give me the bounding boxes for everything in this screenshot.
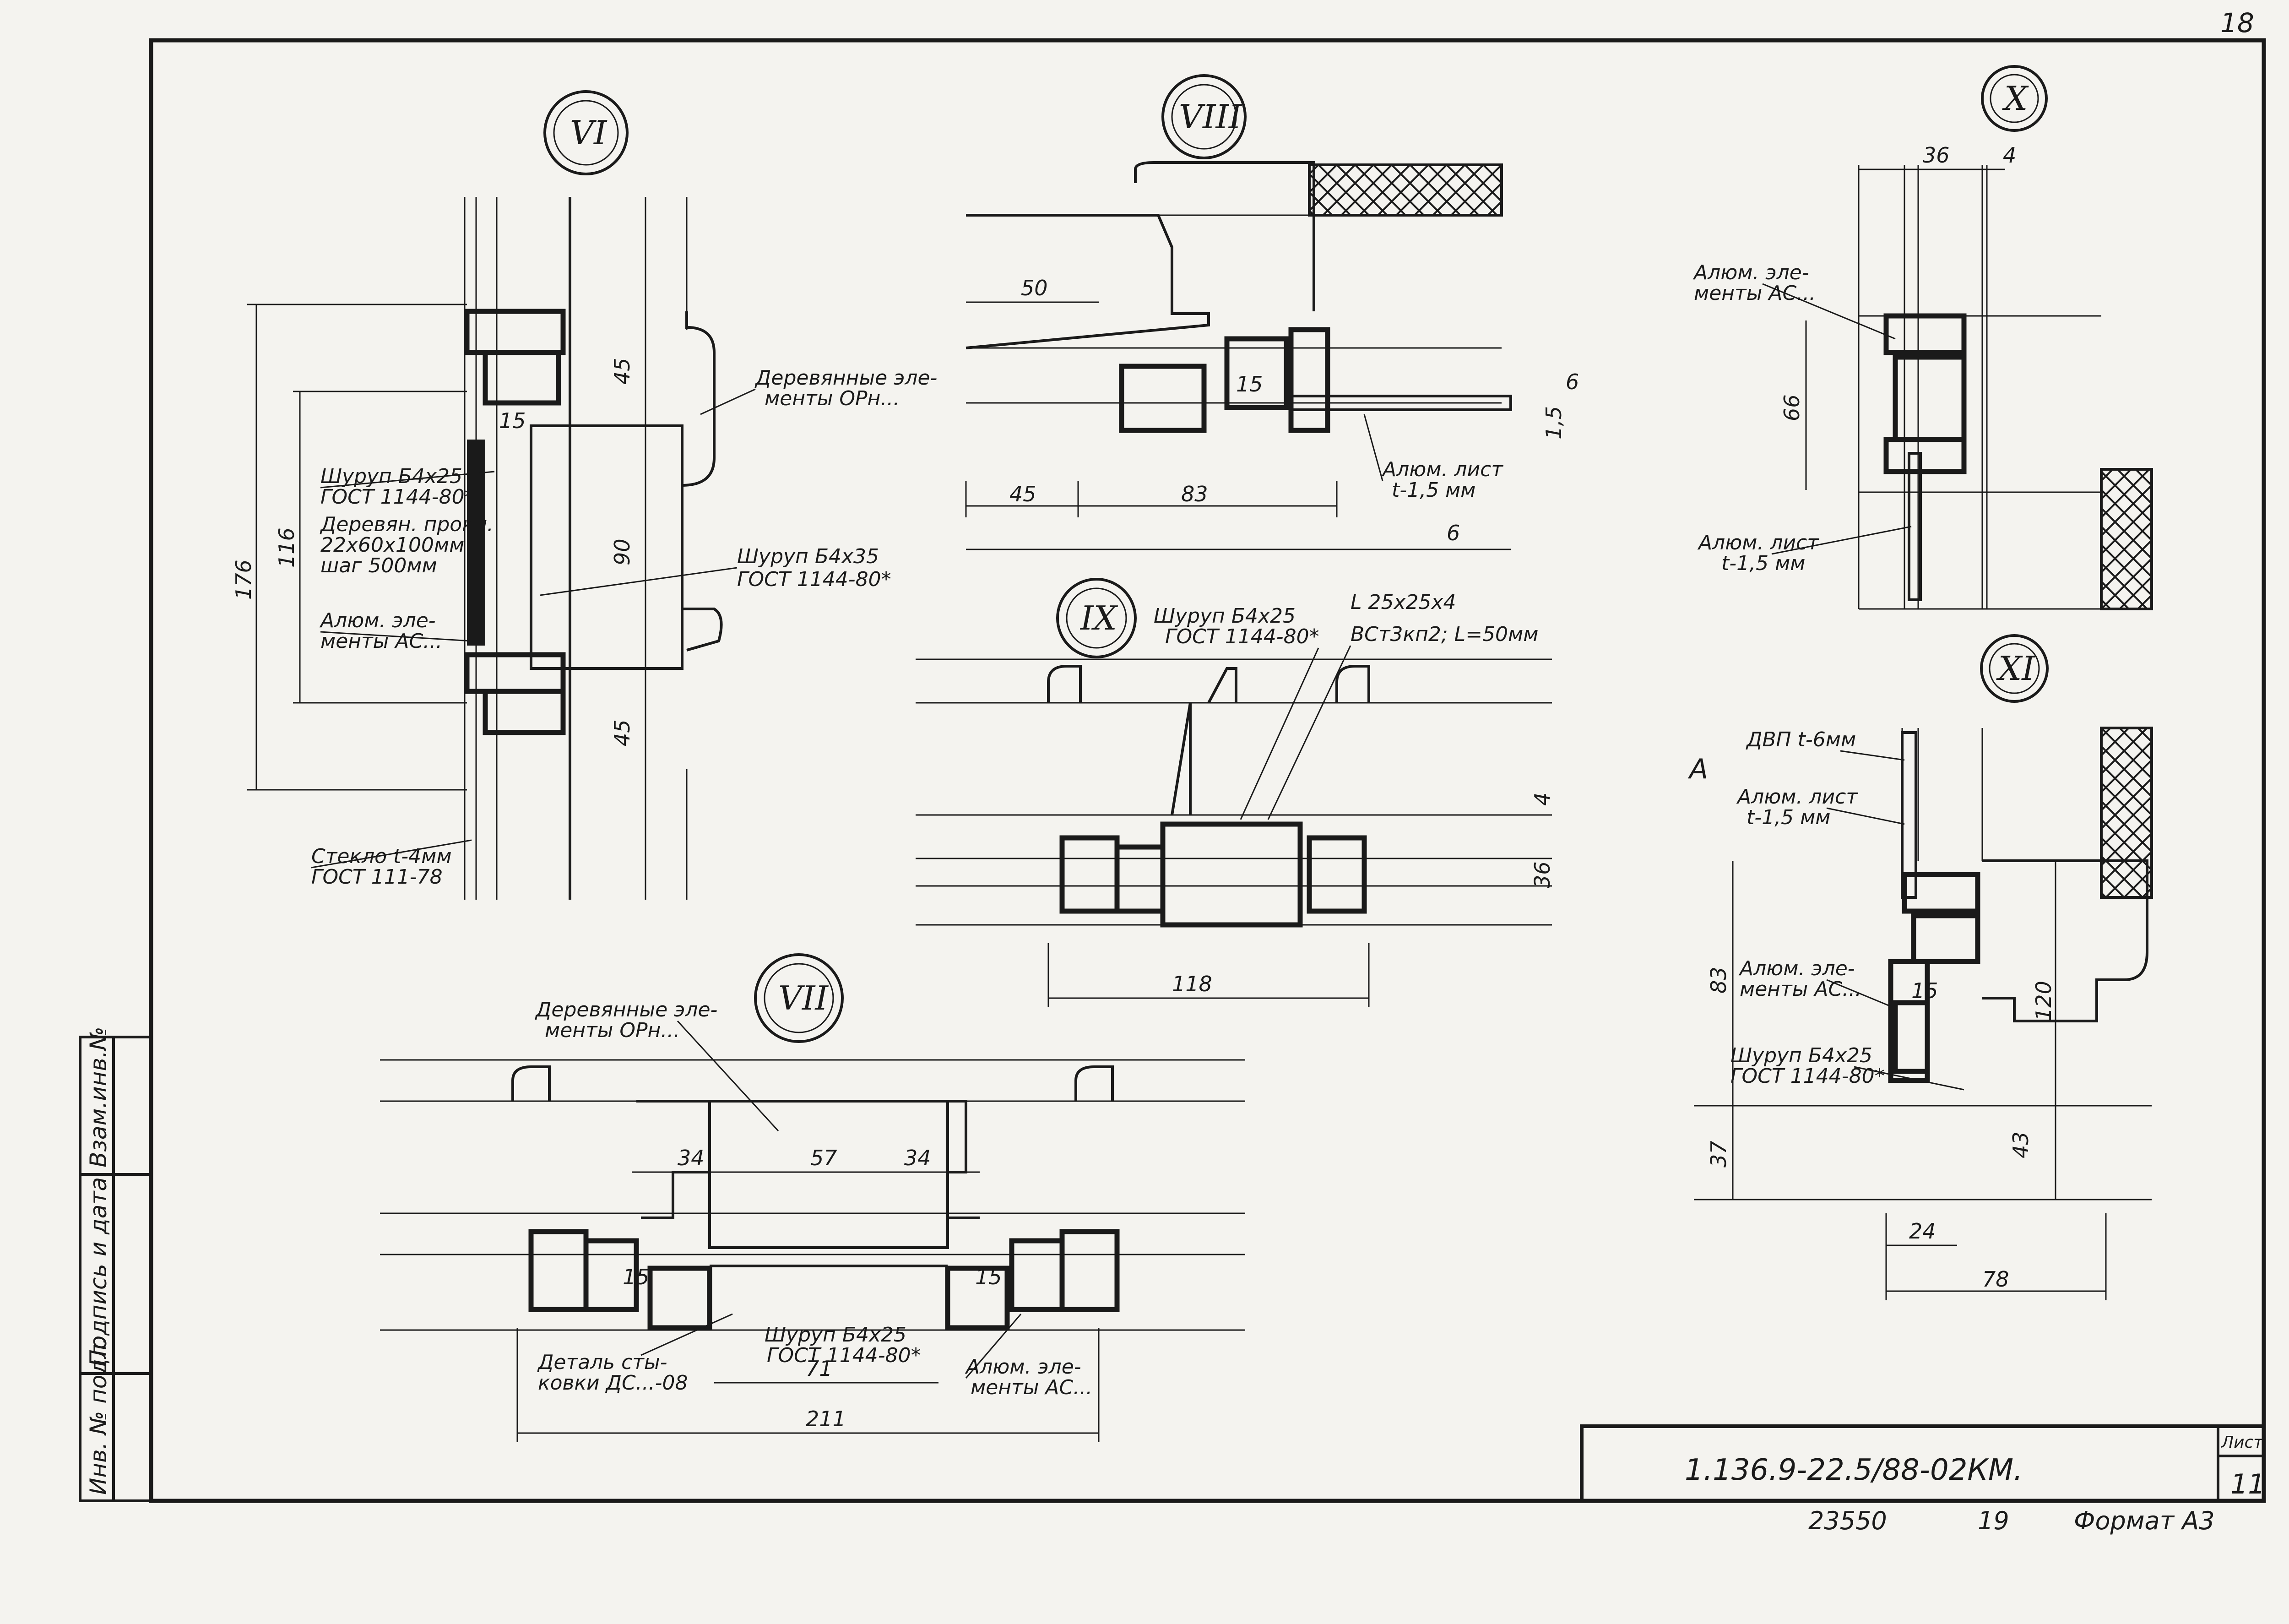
note-X-alum-b: менты АС... bbox=[1694, 282, 1816, 305]
format-label: Формат А3 bbox=[2074, 1506, 2215, 1535]
detail-IX-title: IX bbox=[1079, 599, 1118, 637]
dim-VII-57: 57 bbox=[810, 1146, 837, 1170]
dim-XI-83: 83 bbox=[1706, 967, 1731, 994]
note-IX-screw-b: ГОСТ 1144-80* bbox=[1165, 625, 1319, 648]
dim-VI-15: 15 bbox=[499, 408, 526, 433]
dim-VII-211: 211 bbox=[806, 1407, 846, 1431]
dim-X-66: 66 bbox=[1779, 394, 1804, 421]
note-VI-alum-a: Алюм. эле- bbox=[319, 609, 436, 632]
dim-VII-71: 71 bbox=[806, 1356, 833, 1381]
note-VIII-sheet-a: Алюм. лист bbox=[1381, 458, 1503, 481]
detail-X-title: X bbox=[2002, 79, 2029, 118]
dim-VIII-6b: 6 bbox=[1447, 521, 1460, 545]
dim-XI-43: 43 bbox=[2008, 1131, 2033, 1158]
note-VI-screw1-b: ГОСТ 1144-80* bbox=[320, 485, 475, 509]
dim-VI-116: 116 bbox=[274, 527, 299, 568]
dim-IX-118: 118 bbox=[1172, 972, 1212, 996]
note-VI-spacer-b: 22х60х100мм bbox=[320, 533, 464, 557]
dim-X-36: 36 bbox=[1923, 143, 1950, 168]
note-XI-screw-a: Шуруп Б4х25 bbox=[1730, 1044, 1872, 1067]
note-VI-wood-b: менты ОРн... bbox=[765, 387, 900, 410]
dim-XI-120: 120 bbox=[2031, 981, 2056, 1021]
sheet-label: Лист bbox=[2220, 1433, 2263, 1452]
note-VII-screw-b: ГОСТ 1144-80* bbox=[767, 1344, 921, 1367]
note-VII-part-a: Деталь сты- bbox=[537, 1351, 667, 1374]
page-number: 18 bbox=[2220, 7, 2254, 38]
note-VI-spacer-c: шаг 500мм bbox=[320, 554, 437, 577]
dim-XI-78: 78 bbox=[1982, 1267, 2009, 1292]
detail-IX: IX 118 36 4 Шуруп Б4х25 ГОСТ 1144-80* L … bbox=[916, 578, 1555, 1007]
detail-VIII-title: VIII bbox=[1179, 98, 1242, 136]
dim-VII-15a: 15 bbox=[623, 1265, 650, 1289]
left-stamp: Инв. № подл. Подпись и дата Взам.инв.№ bbox=[79, 1027, 152, 1502]
note-XI-alum-a: Алюм. эле- bbox=[1738, 957, 1855, 980]
note-X-sheet-b: t-1,5 мм bbox=[1721, 552, 1805, 575]
detail-VII: VII 34 57 34 71 211 15 15 Деревянные эле… bbox=[380, 953, 1245, 1442]
title-block: 1.136.9-22.5/88-02КМ. Лист 11 23550 19 Ф… bbox=[1580, 1424, 2266, 1535]
note-IX-angle-a: L 25х25х4 bbox=[1351, 591, 1456, 614]
dim-VIII-83: 83 bbox=[1181, 482, 1208, 506]
detail-VII-title: VII bbox=[778, 979, 829, 1017]
note-X-alum-a: Алюм. эле- bbox=[1692, 261, 1809, 284]
note-XI-dvp: ДВП t-6мм bbox=[1746, 728, 1856, 751]
dim-VIII-15: 15 bbox=[1236, 372, 1263, 396]
note-XI-alum-b: менты АС... bbox=[1740, 978, 1861, 1001]
axis-label-A: А bbox=[1687, 753, 1708, 785]
dim-VII-34b: 34 bbox=[904, 1146, 931, 1170]
dim-IX-36: 36 bbox=[1530, 861, 1555, 888]
note-IX-screw-a: Шуруп Б4х25 bbox=[1154, 604, 1296, 628]
note-VI-glass-b: ГОСТ 111-78 bbox=[311, 865, 443, 889]
note-VII-wood-b: менты ОРн... bbox=[545, 1019, 680, 1042]
detail-VIII: VIII 50 45 83 15 6 1,5 6 Алюм. лист t-1,… bbox=[965, 74, 1579, 550]
dim-VIII-45: 45 bbox=[1009, 482, 1036, 506]
note-VII-wood-a: Деревянные эле- bbox=[535, 998, 717, 1021]
detail-VI-title: VI bbox=[570, 114, 608, 152]
dim-VII-34a: 34 bbox=[678, 1146, 705, 1170]
note-VII-alum-a: Алюм. эле- bbox=[965, 1355, 1081, 1379]
note-XI-sheet-a: Алюм. лист bbox=[1736, 785, 1858, 809]
detail-VI: VI 176 116 45 45 90 15 Шуруп Б4х25 ГОС bbox=[231, 90, 937, 900]
dim-XI-15: 15 bbox=[1911, 978, 1938, 1003]
dim-X-4: 4 bbox=[2003, 143, 2016, 168]
note-IX-angle-b: ВСт3кп2; L=50мм bbox=[1351, 623, 1538, 646]
detail-X: X 36 4 66 Алюм. эле- менты АС... Алюм. л… bbox=[1692, 65, 2153, 610]
sheet-number: 11 bbox=[2230, 1468, 2265, 1500]
dim-XI-37: 37 bbox=[1706, 1141, 1731, 1168]
dim-VI-45b: 45 bbox=[610, 719, 635, 746]
detail-XI: XI 83 37 120 43 24 78 15 А ДВП t-6мм Алю… bbox=[1687, 634, 2153, 1300]
stamp-inv-no: Инв. № подл. bbox=[85, 1337, 112, 1495]
dim-VI-176: 176 bbox=[231, 559, 256, 600]
note-VI-wood-a: Деревянные эле- bbox=[754, 366, 937, 390]
dim-VI-45a: 45 bbox=[610, 358, 635, 385]
dim-IX-4: 4 bbox=[1530, 793, 1555, 806]
dim-VIII-6a: 6 bbox=[1566, 369, 1579, 394]
dim-VIII-1-5: 1,5 bbox=[1541, 406, 1566, 440]
note-VIII-sheet-b: t-1,5 мм bbox=[1392, 478, 1475, 502]
note-X-sheet-a: Алюм. лист bbox=[1697, 531, 1819, 554]
stamp-replaces: Взам.инв.№ bbox=[85, 1027, 112, 1168]
note-VII-alum-b: менты АС... bbox=[971, 1376, 1092, 1399]
dim-VIII-50: 50 bbox=[1021, 276, 1048, 300]
note-VI-screw2-b: ГОСТ 1144-80* bbox=[737, 568, 891, 591]
sheet-frame: 18 bbox=[149, 7, 2266, 1503]
note-VII-screw-a: Шуруп Б4х25 bbox=[765, 1323, 906, 1347]
sheet-designation: 1.136.9-22.5/88-02КМ. bbox=[1685, 1453, 2023, 1487]
note-VII-part-b: ковки ДС...-08 bbox=[538, 1371, 688, 1395]
bottom-code: 23550 bbox=[1808, 1506, 1887, 1535]
note-VI-spacer-a: Деревян. прокл. bbox=[320, 513, 494, 536]
detail-XI-title: XI bbox=[1996, 649, 2035, 688]
note-VI-screw2-a: Шуруп Б4х35 bbox=[737, 545, 879, 568]
dim-VII-15b: 15 bbox=[975, 1265, 1002, 1289]
bottom-num: 19 bbox=[1978, 1506, 2009, 1535]
dim-XI-24: 24 bbox=[1909, 1219, 1936, 1244]
note-XI-sheet-b: t-1,5 мм bbox=[1747, 806, 1830, 829]
dim-VI-90: 90 bbox=[610, 538, 635, 565]
stamp-signature: Подпись и дата bbox=[85, 1177, 112, 1367]
